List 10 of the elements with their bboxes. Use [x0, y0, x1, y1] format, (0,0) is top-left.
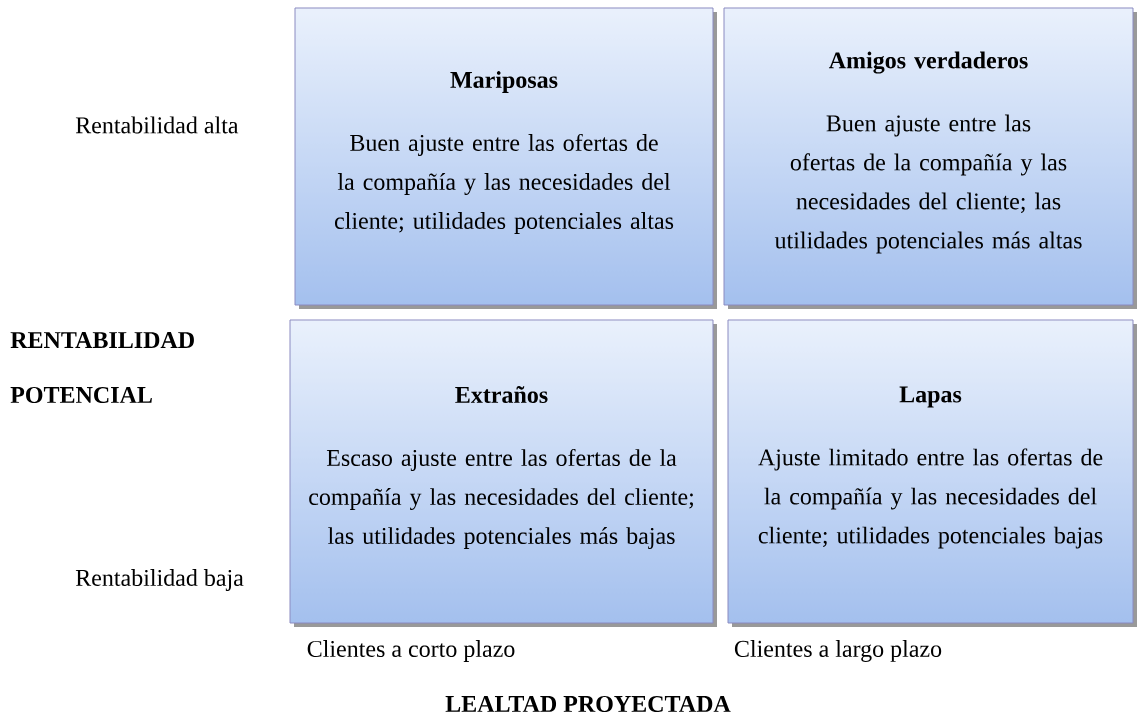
axis-title: POTENCIAL: [10, 386, 152, 404]
quadrant-box: Mariposas Buen ajuste entre las ofertas de la compañía y las necesidades del cliente; utilidades potenciales altas: [294, 7, 717, 309]
quadrant-box: Lapas Ajuste limitado entre las ofertas de la compañía y las necesidades del cliente; utilidades potenciales bajas: [727, 319, 1137, 627]
quadrant-box: Amigos verdaderos Buen ajuste entre las ofertas de la compañía y las necesidades del cliente; las utilidades potenciales más altas: [723, 7, 1137, 309]
axis-label: Rentabilidad alta: [75, 116, 239, 134]
axis-title: LEALTAD PROYECTADA: [445, 695, 731, 713]
axis-label: Rentabilidad baja: [75, 569, 244, 591]
axis-label: Clientes a largo plazo: [734, 640, 942, 662]
axis-title: RENTABILIDAD: [10, 332, 194, 348]
quadrant-box: Extraños Escaso ajuste entre las ofertas de la compañía y las necesidades del cliente; las utilidades potenciales más bajas: [289, 319, 717, 627]
